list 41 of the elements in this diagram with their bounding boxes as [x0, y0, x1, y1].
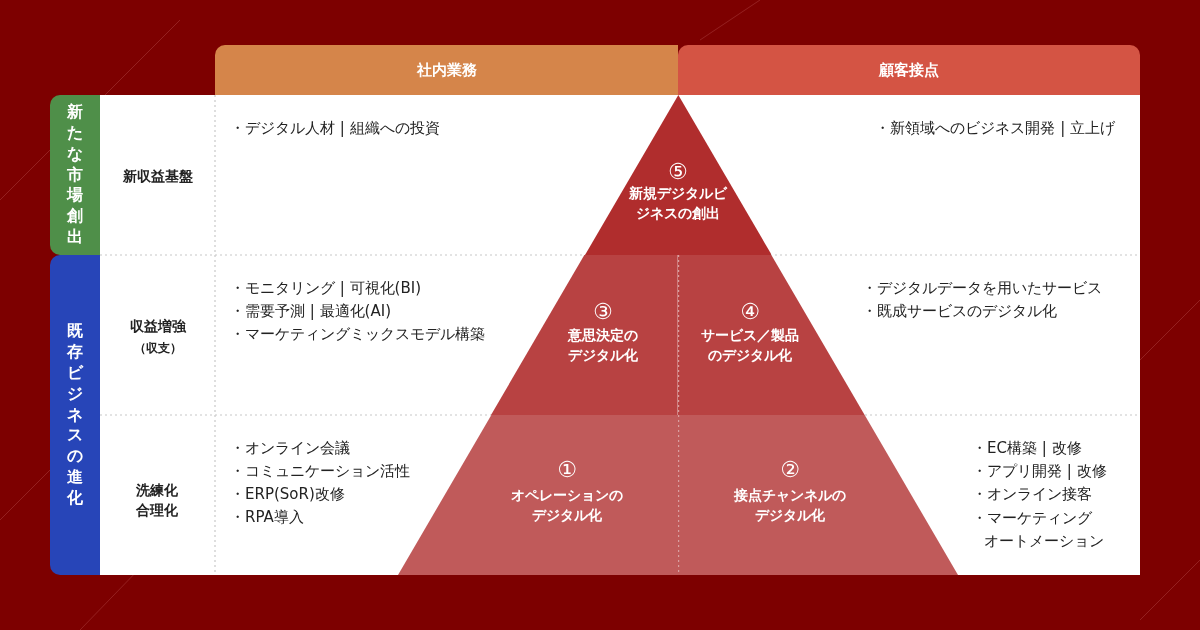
list-item: ・既成サービスのデジタル化	[862, 301, 1057, 321]
step-number: ①	[557, 458, 577, 482]
list-item: ・アプリ開発 | 改修	[972, 461, 1107, 481]
list-item: ・需要予測 | 最適化(AI)	[230, 301, 391, 321]
list-item: ・デジタル人材 | 組織への投資	[230, 118, 440, 138]
row-group-band	[50, 95, 100, 255]
step-title: 意思決定のデジタル化	[566, 326, 639, 365]
list-item: ・モニタリング | 可視化(BI)	[230, 278, 421, 298]
step-number: ②	[780, 458, 800, 482]
step-title: 接点チャンネルのデジタル化	[733, 486, 847, 525]
pyramid-segment	[491, 255, 678, 415]
row-group-band	[50, 255, 100, 575]
pyramid-segment	[678, 415, 958, 575]
column-header	[678, 45, 1140, 95]
step-number: ③	[593, 300, 613, 324]
pyramid-segment	[678, 255, 865, 415]
step-number: ④	[740, 300, 760, 324]
list-item: ・オンライン会議	[230, 438, 350, 458]
list-item: ・オンライン接客	[972, 484, 1092, 504]
list-item: ・コミュニケーション活性	[230, 461, 410, 481]
step-title: 新規デジタルビジネスの創出	[628, 184, 728, 223]
header-title: 顧客接点	[879, 60, 939, 80]
step-title: サービス／製品のデジタル化	[700, 326, 800, 365]
pyramid-segment	[584, 95, 772, 255]
list-item: ・マーケティングオートメーション	[972, 508, 1105, 552]
header-title: 社内業務	[416, 60, 477, 80]
row-label: 新収益基盤	[121, 167, 194, 186]
list-item: ・デジタルデータを用いたサービス	[862, 278, 1102, 298]
column-header	[215, 45, 678, 95]
list-item: ・ERP(SoR)改修	[230, 484, 345, 504]
row-label: 収益増強	[128, 317, 187, 336]
step-number: ⑤	[668, 160, 688, 184]
band-title: 新たな市場創出	[66, 102, 84, 248]
row-label: 洗練化合理化	[135, 481, 180, 520]
list-item: ・EC構築 | 改修	[972, 438, 1082, 458]
row-sublabel: （収支）	[132, 340, 183, 357]
list-item: ・マーケティングミックスモデル構築	[230, 324, 485, 344]
list-item: ・新領域へのビジネス開発 | 立上げ	[875, 118, 1115, 138]
list-item: ・RPA導入	[230, 507, 304, 527]
band-title: 既存ビジネスの進化	[66, 321, 84, 509]
step-title: オペレーションのデジタル化	[510, 486, 624, 525]
